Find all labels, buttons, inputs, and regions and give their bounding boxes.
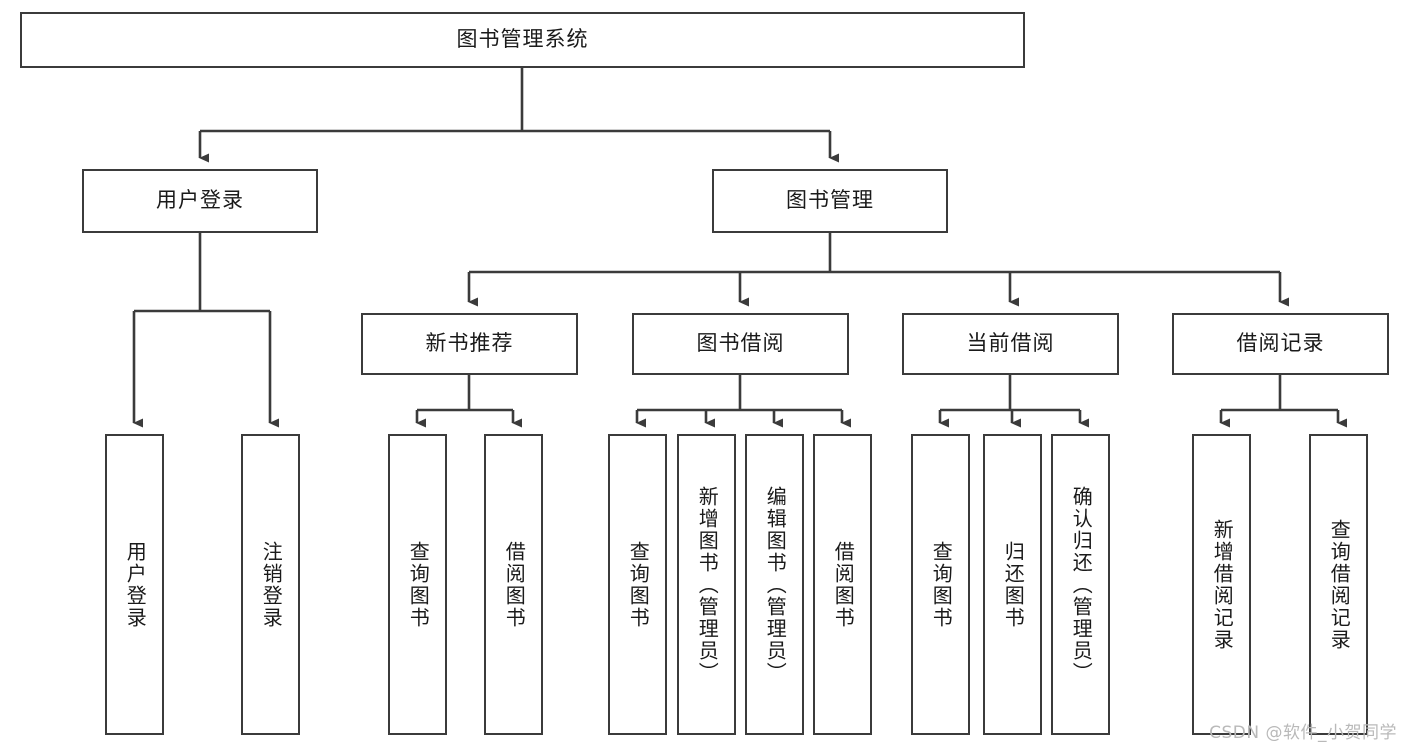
node-leaf-borrow-book-1[interactable]: 借阅图书 <box>484 434 543 735</box>
node-leaf-borrow-book-2[interactable]: 借阅图书 <box>813 434 872 735</box>
node-leaf-query-borrow-record[interactable]: 查询借阅记录 <box>1309 434 1368 735</box>
node-label: 用户登录 <box>156 188 244 213</box>
node-label: 当前借阅 <box>966 331 1055 356</box>
node-leaf-confirm-return-admin[interactable]: 确认归还（管理员） <box>1051 434 1110 735</box>
node-label: 借阅图书 <box>831 540 856 629</box>
node-borrow-record[interactable]: 借阅记录 <box>1172 313 1389 375</box>
node-label: 图书管理系统 <box>456 27 589 52</box>
node-leaf-return-book[interactable]: 归还图书 <box>983 434 1042 735</box>
node-label: 查询借阅记录 <box>1327 518 1352 651</box>
node-label: 确认归还（管理员） <box>1069 485 1094 684</box>
node-label: 新书推荐 <box>425 331 514 356</box>
node-leaf-user-logout[interactable]: 注销登录 <box>241 434 300 735</box>
node-leaf-add-borrow-record[interactable]: 新增借阅记录 <box>1192 434 1251 735</box>
node-label: 编辑图书（管理员） <box>763 485 788 684</box>
node-user-login[interactable]: 用户登录 <box>82 169 318 233</box>
node-label: 归还图书 <box>1001 540 1026 629</box>
node-label: 借阅记录 <box>1236 331 1325 356</box>
node-label: 借阅图书 <box>502 540 527 629</box>
node-label: 新增借阅记录 <box>1210 518 1235 651</box>
node-root-system[interactable]: 图书管理系统 <box>20 12 1025 68</box>
node-book-borrow[interactable]: 图书借阅 <box>632 313 849 375</box>
node-leaf-query-book-2[interactable]: 查询图书 <box>608 434 667 735</box>
node-label: 注销登录 <box>259 540 284 629</box>
node-label: 查询图书 <box>929 540 954 629</box>
node-book-management[interactable]: 图书管理 <box>712 169 948 233</box>
node-current-borrow[interactable]: 当前借阅 <box>902 313 1119 375</box>
node-leaf-query-book-1[interactable]: 查询图书 <box>388 434 447 735</box>
node-label: 图书管理 <box>786 188 874 213</box>
node-label: 查询图书 <box>406 540 431 629</box>
node-leaf-query-book-3[interactable]: 查询图书 <box>911 434 970 735</box>
node-label: 图书借阅 <box>696 331 785 356</box>
node-label: 新增图书（管理员） <box>695 485 720 684</box>
node-leaf-user-login[interactable]: 用户登录 <box>105 434 164 735</box>
node-label: 查询图书 <box>626 540 651 629</box>
node-leaf-add-book-admin[interactable]: 新增图书（管理员） <box>677 434 736 735</box>
node-leaf-edit-book-admin[interactable]: 编辑图书（管理员） <box>745 434 804 735</box>
node-label: 用户登录 <box>123 540 148 629</box>
node-new-book-recommend[interactable]: 新书推荐 <box>361 313 578 375</box>
watermark-text: CSDN @软件_小贺同学 <box>1209 723 1397 743</box>
